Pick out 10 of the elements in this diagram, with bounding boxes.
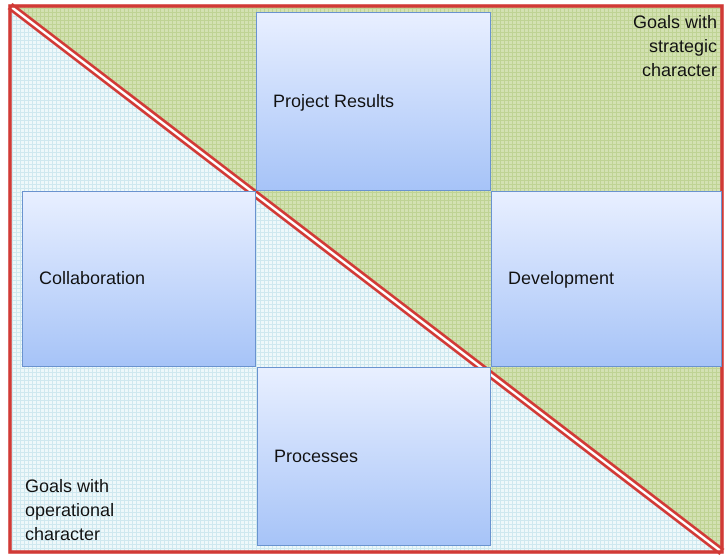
goal-box bbox=[256, 12, 491, 191]
box-label: Collaboration bbox=[38, 268, 146, 290]
box-label: Project Results bbox=[272, 90, 394, 112]
goal-box bbox=[257, 367, 491, 546]
box-label: Processes bbox=[273, 446, 358, 468]
region-label: Goals with strategic character bbox=[632, 11, 717, 82]
goal-box bbox=[22, 191, 256, 367]
goal-box bbox=[491, 191, 722, 367]
region-label: Goals with operational character bbox=[25, 475, 116, 546]
box-label: Development bbox=[507, 268, 614, 290]
